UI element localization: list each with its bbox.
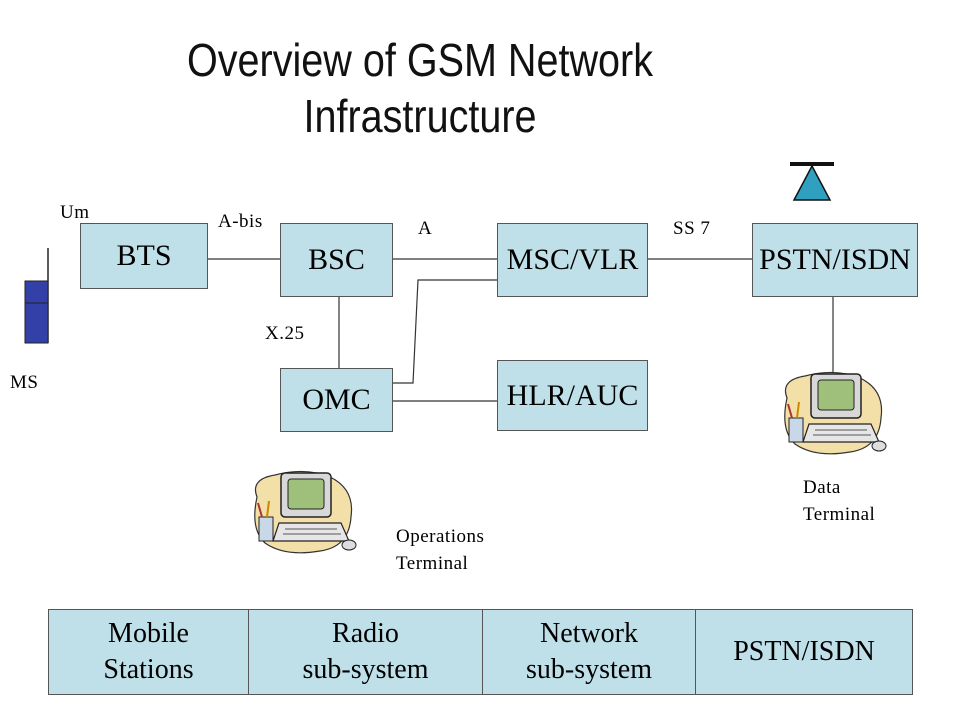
page-title: Overview of GSM Network Infrastructure	[162, 32, 678, 144]
x25-label: X.25	[265, 323, 305, 344]
omc-box: OMC	[280, 368, 393, 432]
mobile-phone-icon	[24, 248, 49, 344]
bottom-segment-radio-subsystem: Radio sub-system	[248, 609, 483, 695]
bsc-box: BSC	[280, 223, 393, 297]
operations-terminal-label: Operations Terminal	[396, 526, 485, 574]
computer-terminal-icon	[254, 470, 357, 554]
ss7-label: SS 7	[673, 218, 711, 239]
hlr-auc-box: HLR/AUC	[497, 360, 648, 431]
abis-label: A-bis	[218, 211, 263, 232]
bottom-segment-pstn-isdn: PSTN/ISDN	[695, 609, 913, 695]
a-interface-label: A	[418, 218, 433, 239]
computer-terminal-icon	[784, 371, 887, 455]
ms-label: MS	[10, 372, 39, 393]
um-label: Um	[60, 202, 90, 223]
msc-vlr-box: MSC/VLR	[497, 223, 648, 297]
bts-box: BTS	[80, 223, 208, 289]
antenna-icon	[790, 162, 834, 201]
pstn-isdn-box: PSTN/ISDN	[752, 223, 918, 297]
title-line-2: Infrastructure	[303, 90, 537, 142]
bottom-segment-network-subsystem: Network sub-system	[482, 609, 696, 695]
bottom-segment-mobile-stations: Mobile Stations	[48, 609, 249, 695]
title-line-1: Overview of GSM Network	[186, 34, 654, 86]
data-terminal-label: Data Terminal	[803, 477, 876, 525]
